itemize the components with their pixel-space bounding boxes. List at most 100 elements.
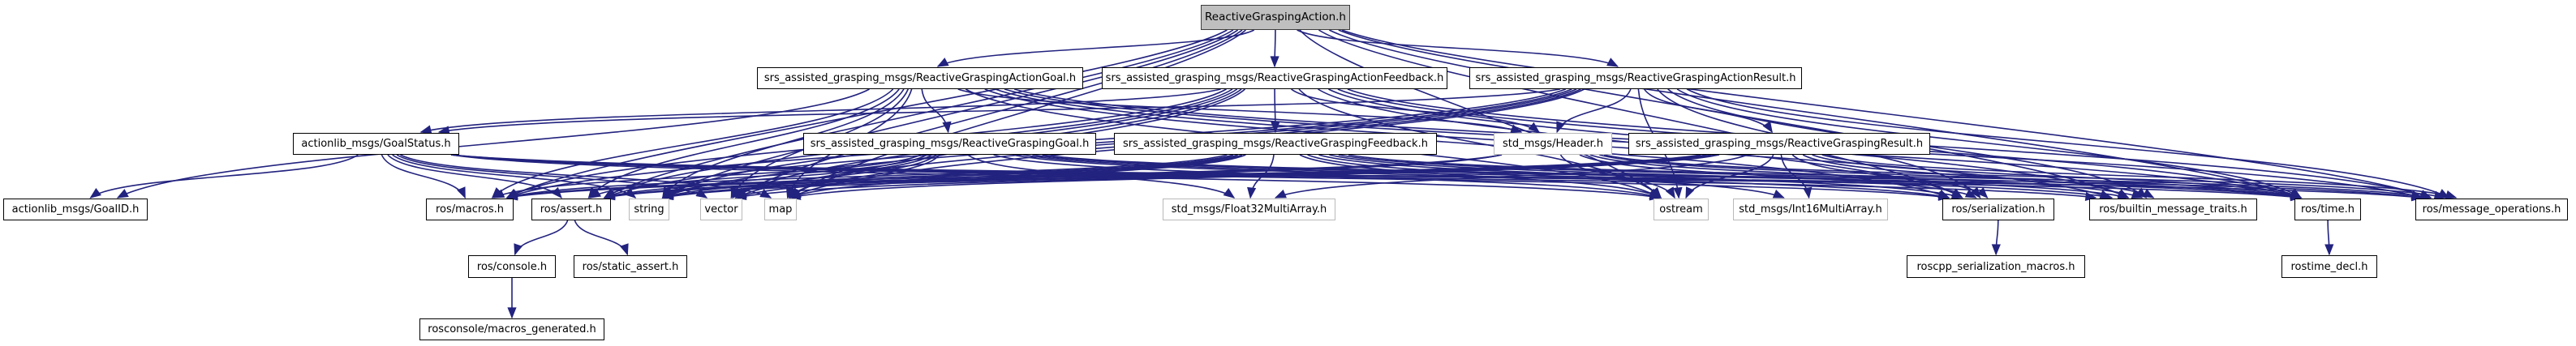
include-edge-r-map [789, 154, 1720, 200]
include-edge-r-str [661, 154, 1712, 201]
include-edge-f-vec [734, 154, 1243, 199]
graph-node-tim[interactable]: ros/time.h [2294, 199, 2361, 220]
include-edge-f-ser [1318, 154, 1963, 199]
include-edge-gs-vec [396, 154, 708, 199]
include-edge-hdr-tim [1599, 154, 2303, 200]
include-edge-f-ass [603, 154, 1234, 199]
graph-node-mac[interactable]: ros/macros.h [426, 199, 514, 220]
include-edge-f-bmt [1329, 154, 2130, 200]
graph-node-sa[interactable]: ros/static_assert.h [574, 255, 687, 278]
graph-node-ass[interactable]: ros/assert.h [531, 199, 611, 220]
graph-node-root[interactable]: ReactiveGraspingAction.h [1201, 5, 1350, 30]
graph-node-gid[interactable]: actionlib_msgs/GoalID.h [3, 199, 148, 220]
include-edge-gs-mac [381, 154, 466, 199]
include-edge-gs-bmt [450, 154, 2097, 202]
include-edge-gs-gid [89, 154, 359, 199]
graph-node-hdr[interactable]: std_msgs/Header.h [1494, 133, 1612, 155]
graph-node-r[interactable]: srs_assisted_grasping_msgs/ReactiveGrasp… [1628, 133, 1930, 155]
include-edge-r-mop [1821, 154, 2458, 199]
include-edge-root-vec [734, 29, 1243, 199]
graph-node-map[interactable]: map [764, 199, 797, 220]
include-edge-g-mop [1042, 154, 2423, 201]
include-edge-ar-hdr [1556, 88, 1632, 134]
include-edge-gs-str [392, 154, 637, 199]
include-edge-f-mop [1348, 154, 2432, 201]
graph-node-ar[interactable]: srs_assisted_grasping_msgs/ReactiveGrasp… [1469, 67, 1802, 89]
include-edge-r-ost [1685, 154, 1774, 199]
graph-node-rsm[interactable]: roscpp_serialization_macros.h [1907, 255, 2085, 278]
include-edge-r-ass [603, 154, 1707, 201]
include-edge-g-ser [1012, 154, 1950, 200]
include-edge-g-str [661, 154, 932, 199]
include-edge-g-f32 [967, 154, 1236, 199]
graph-node-str[interactable]: string [629, 199, 669, 220]
include-edge-f-f32 [1247, 154, 1275, 199]
include-edge-ass-con [514, 220, 569, 256]
include-edge-ag-g [921, 88, 952, 134]
include-edge-gs-mop [450, 154, 2423, 202]
include-edge-r-tim [1812, 154, 2303, 199]
include-edge-hdr-ost [1559, 154, 1675, 199]
include-edge-gs-ost [450, 154, 1662, 201]
include-edge-ar-gs [437, 88, 1560, 135]
include-edge-af-hdr [1291, 88, 1540, 133]
include-edge-f-str [661, 154, 1238, 199]
graph-node-rtd[interactable]: rostime_decl.h [2281, 255, 2377, 278]
include-edge-g-bmt [1022, 154, 2114, 201]
include-edge-hdr-bmt [1589, 154, 2144, 199]
graph-node-mg[interactable]: rosconsole/macros_generated.h [419, 318, 604, 340]
include-edge-root-bmt [1329, 29, 2130, 199]
include-edge-root-mac [505, 29, 1228, 199]
include-edge-ass-sa [574, 220, 629, 256]
graph-node-ag[interactable]: srs_assisted_grasping_msgs/ReactiveGrasp… [757, 67, 1083, 89]
graph-node-ost[interactable]: ostream [1654, 199, 1709, 220]
include-edge-af-gs [419, 88, 1221, 135]
include-edge-hdr-mac [505, 154, 1503, 201]
include-edge-r-ser [1791, 154, 1989, 199]
include-edge-gs-ass [387, 154, 562, 199]
include-edge-g-mac [492, 154, 922, 199]
graph-node-f[interactable]: srs_assisted_grasping_msgs/ReactiveGrasp… [1114, 133, 1437, 155]
include-edge-g-vec [732, 154, 937, 199]
include-edge-r-f32 [1274, 154, 1748, 199]
graph-node-mop[interactable]: ros/message_operations.h [2415, 199, 2568, 220]
include-edge-root-mop [1341, 29, 2432, 199]
graph-node-i16[interactable]: std_msgs/Int16MultiArray.h [1733, 199, 1888, 220]
include-edge-ag-gid [116, 88, 870, 199]
graph-node-g[interactable]: srs_assisted_grasping_msgs/ReactiveGrasp… [803, 133, 1096, 155]
include-edge-r-mac [505, 154, 1701, 201]
include-edge-hdr-ser [1579, 154, 1977, 199]
graph-node-bmt[interactable]: ros/builtin_message_traits.h [2089, 199, 2257, 220]
include-edge-gs-map [400, 154, 772, 199]
include-edge-gs-tim [450, 154, 2303, 202]
graph-node-f32[interactable]: std_msgs/Float32MultiArray.h [1163, 199, 1335, 220]
include-edge-root-str [661, 29, 1239, 199]
include-edge-f-ost [1299, 154, 1662, 199]
include-edge-tim-rtd [2324, 220, 2334, 256]
include-edge-f-mac [505, 154, 1228, 200]
include-edge-root-ass [603, 29, 1234, 199]
include-edge-g-ass [589, 154, 927, 199]
include-edge-hdr-str [661, 154, 1503, 200]
include-edge-root-ag [936, 29, 1255, 67]
include-edge-f-i16 [1307, 154, 1785, 199]
include-edge-f-map [789, 154, 1246, 199]
include-edge-hdr-ass [603, 154, 1503, 200]
graph-node-con[interactable]: ros/console.h [468, 255, 556, 278]
include-edge-hdr-mop [1603, 154, 2446, 200]
include-edge-r-i16 [1780, 154, 1813, 199]
include-edge-g-map [788, 154, 940, 199]
include-edge-ser-rsm [1991, 220, 2001, 256]
include-edge-g-ost [993, 154, 1662, 199]
graph-node-ser[interactable]: ros/serialization.h [1942, 199, 2054, 220]
include-edge-g-tim [1032, 154, 2303, 201]
graph-node-vec[interactable]: vector [700, 199, 742, 220]
graph-node-af[interactable]: srs_assisted_grasping_msgs/ReactiveGrasp… [1102, 67, 1447, 89]
include-edge-ar-r [1643, 88, 1773, 134]
include-edge-root-ar [1297, 29, 1619, 67]
graph-node-gs[interactable]: actionlib_msgs/GoalStatus.h [293, 133, 459, 155]
include-edge-root-ost [1299, 29, 1662, 199]
include-edge-ag-hdr [957, 88, 1523, 134]
